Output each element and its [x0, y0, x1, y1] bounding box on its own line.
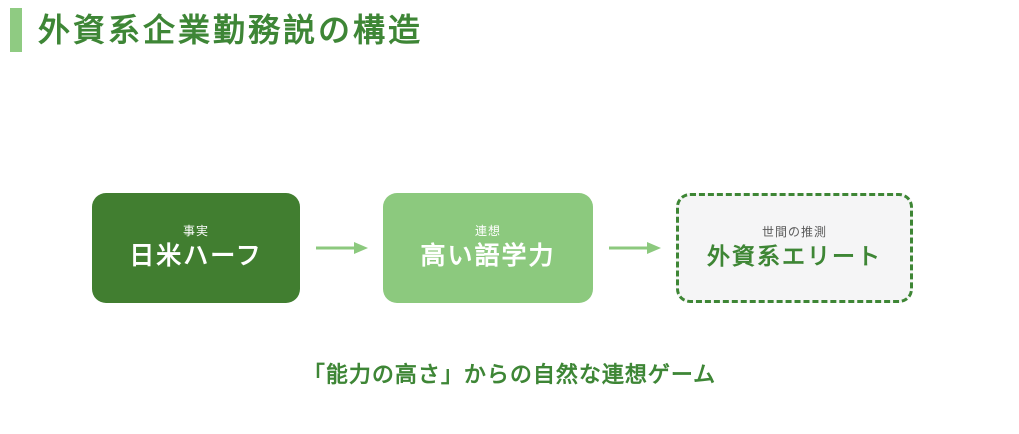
arrow-gap-1	[300, 193, 383, 303]
right-arrow-icon	[315, 242, 368, 254]
flow-box-speculation-label: 外資系エリート	[707, 243, 882, 270]
title-row: 外資系企業勤務説の構造	[10, 8, 423, 52]
flow-box-fact-label: 日米ハーフ	[129, 242, 263, 271]
title-accent-bar	[10, 8, 22, 52]
page-title: 外資系企業勤務説の構造	[38, 12, 424, 48]
flow-box-association-label: 高い語学力	[420, 242, 556, 271]
flow-box-association: 連想 高い語学力	[383, 193, 593, 303]
flow-box-speculation-tag: 世間の推測	[761, 225, 827, 240]
flow-box-association-tag: 連想	[474, 224, 501, 239]
flow-box-speculation: 世間の推測 外資系エリート	[676, 193, 913, 303]
flow-diagram: 事実 日米ハーフ 連想 高い語学力 世間の推測 外資系エリート	[92, 193, 913, 303]
flow-box-fact: 事実 日米ハーフ	[92, 193, 300, 303]
right-arrow-icon	[608, 242, 661, 254]
arrow-gap-2	[593, 193, 676, 303]
flow-box-fact-tag: 事実	[182, 224, 209, 239]
caption: 「能力の高さ」からの自然な連想ゲーム	[302, 362, 717, 387]
